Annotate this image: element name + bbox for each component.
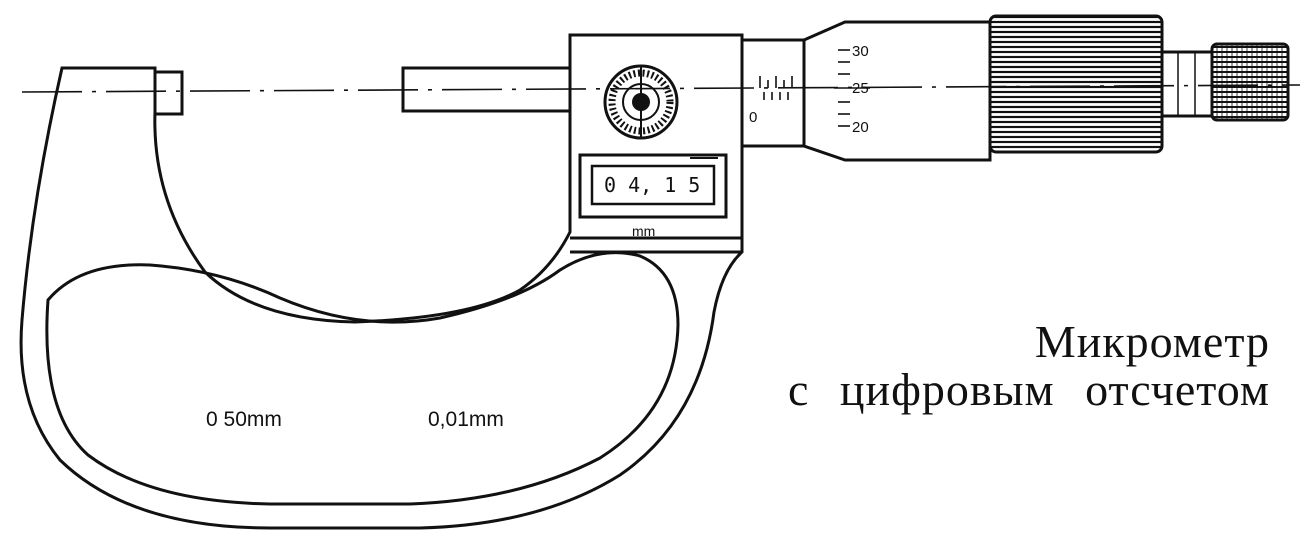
caption-line-2: с цифровым отсчетом bbox=[787, 364, 1270, 415]
digital-display: 0 4, 1 5 mm bbox=[578, 153, 728, 239]
sleeve: 0 bbox=[740, 38, 806, 148]
thimble-label-30: 30 bbox=[852, 43, 869, 60]
range-label: 0 50mm bbox=[206, 408, 282, 431]
display-reading: 0 4, 1 5 bbox=[604, 173, 700, 197]
knurled-drum bbox=[988, 14, 1164, 154]
thimble-label-25: 25 bbox=[852, 80, 869, 97]
c-frame bbox=[19, 33, 744, 530]
caption: Микрометр с цифровым отсчетом bbox=[788, 318, 1270, 414]
display-unit: mm bbox=[632, 223, 655, 239]
caption-line-1: Микрометр bbox=[1034, 316, 1270, 367]
thimble-label-20: 20 bbox=[852, 119, 869, 136]
ratchet bbox=[1160, 42, 1290, 122]
resolution-label: 0,01mm bbox=[428, 408, 504, 431]
center-axis-line bbox=[21, 84, 1301, 93]
thimble: 30 25 20 bbox=[802, 20, 992, 162]
lock-dial bbox=[603, 64, 679, 140]
anvil bbox=[153, 70, 184, 116]
sleeve-zero-label: 0 bbox=[749, 109, 757, 126]
